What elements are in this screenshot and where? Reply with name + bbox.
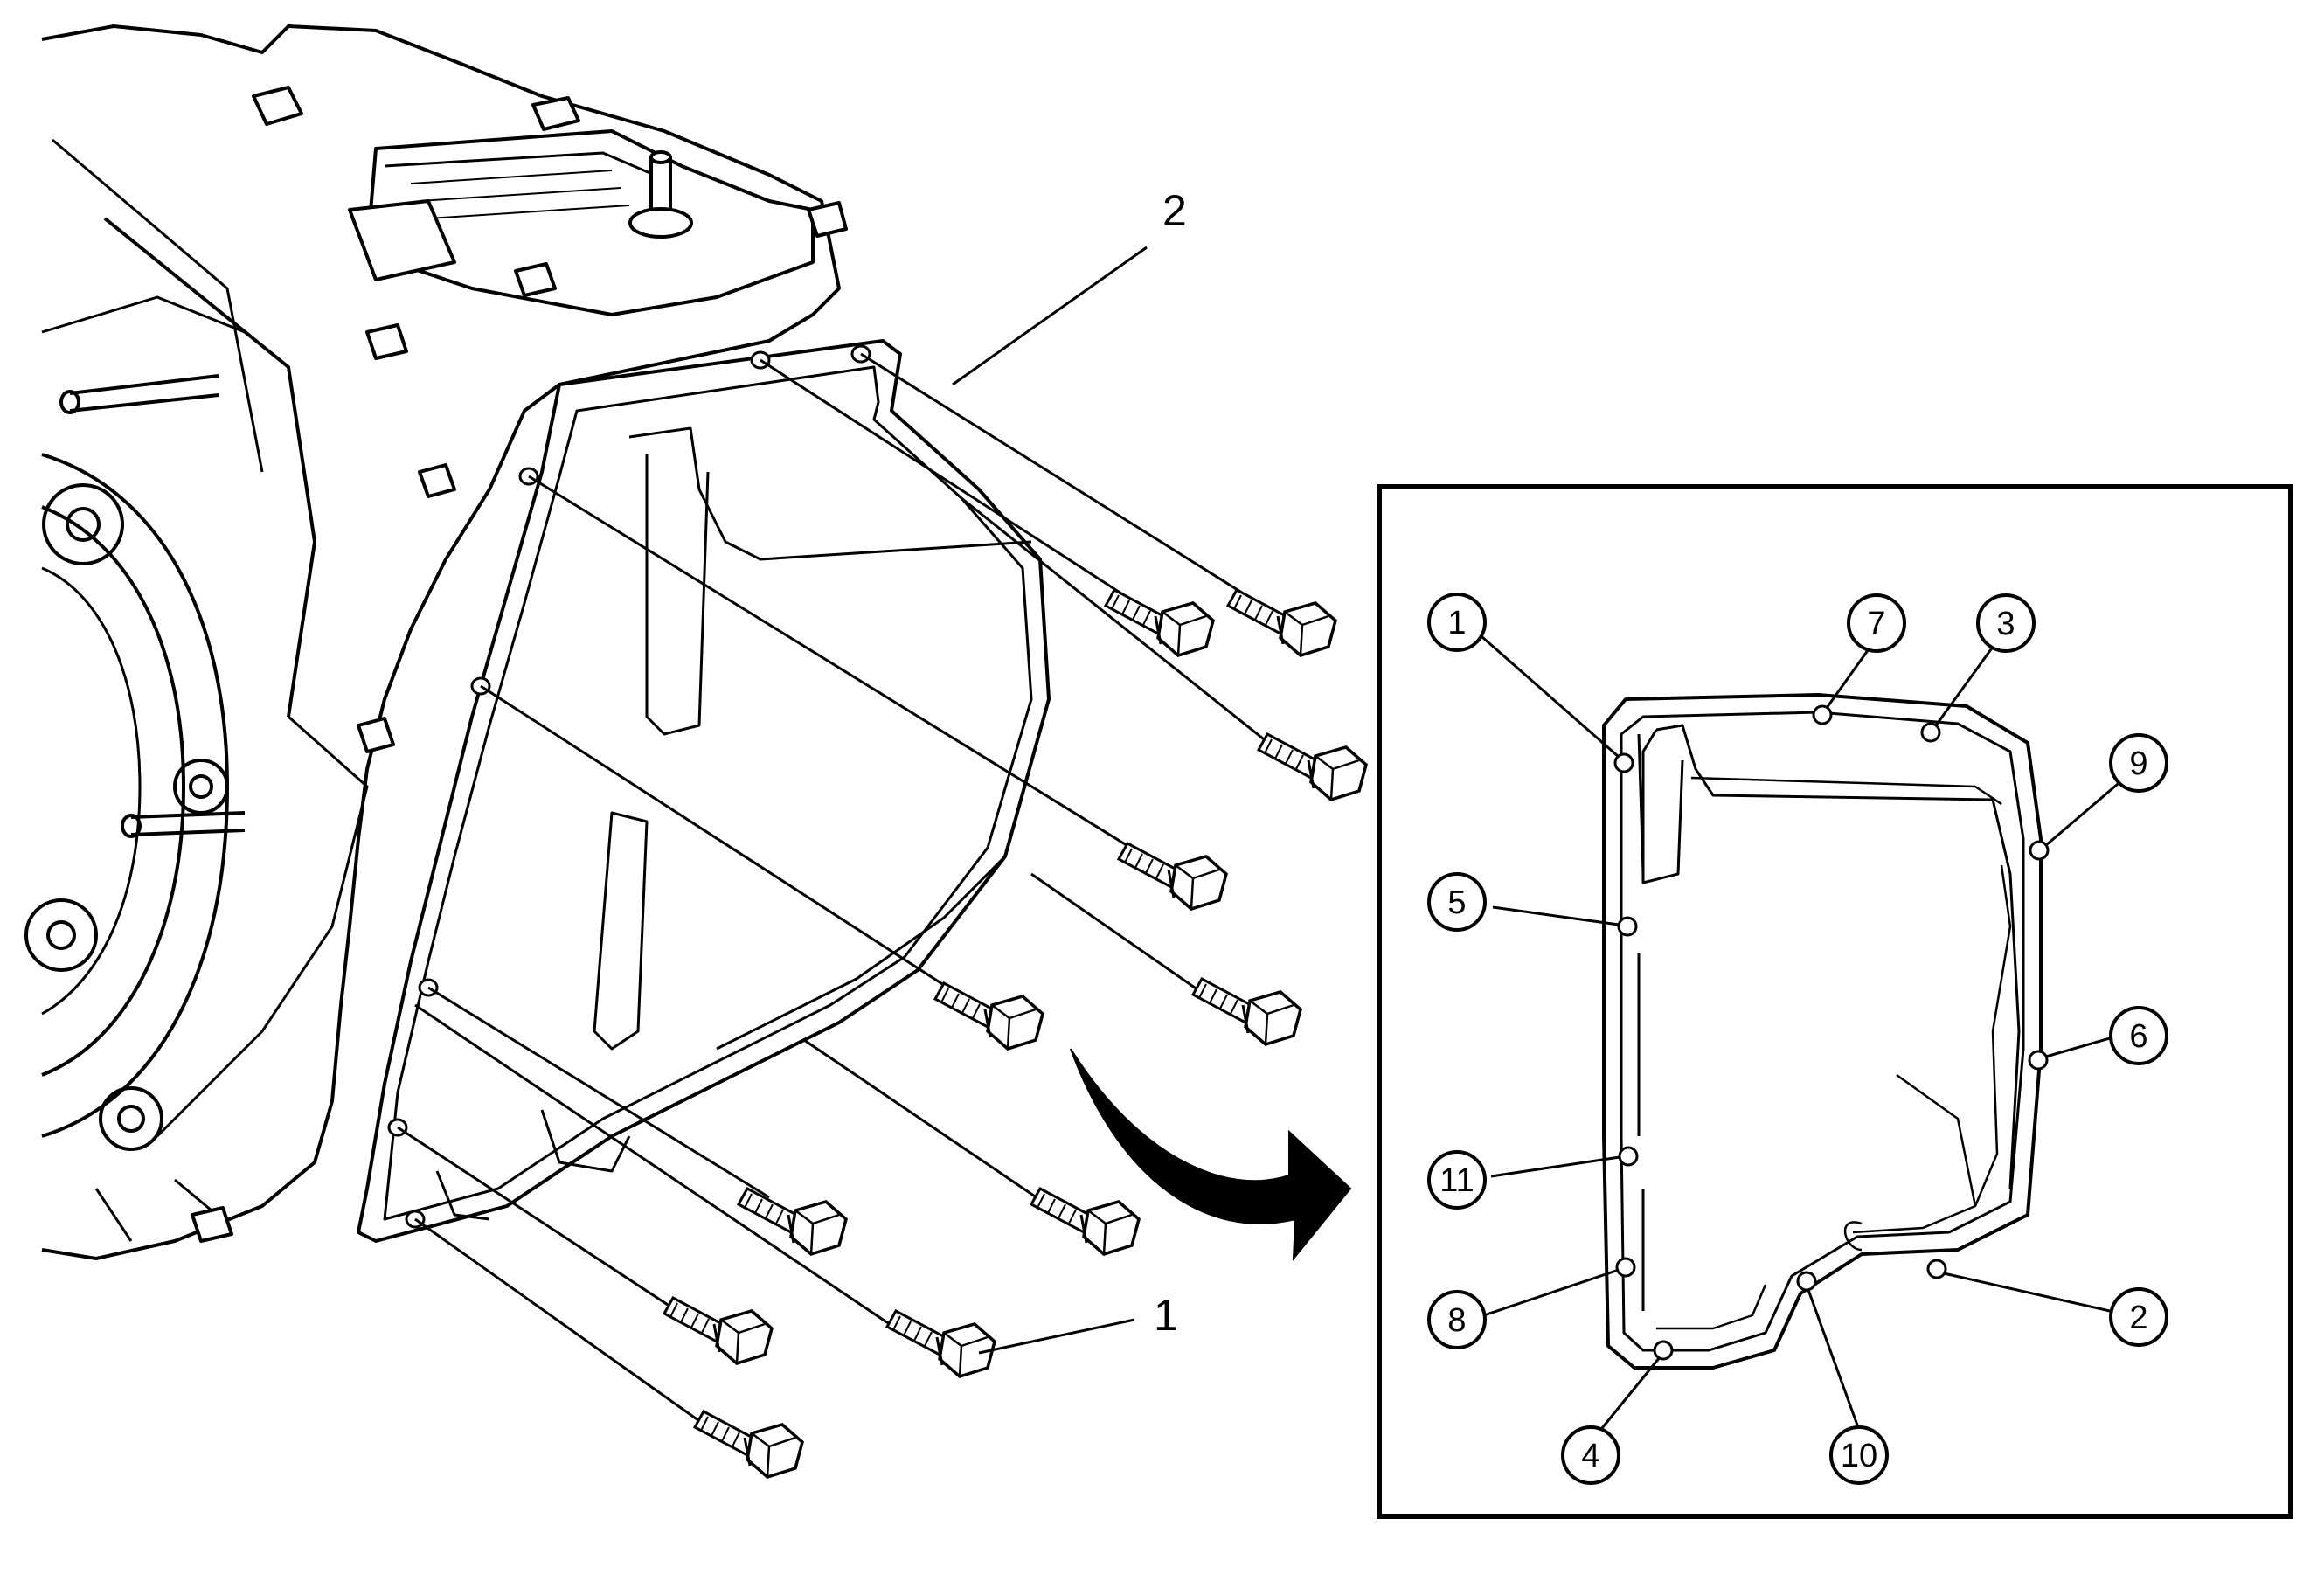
bolt: [1257, 732, 1368, 801]
callout-pan: 2: [952, 186, 1187, 386]
svg-text:11: 11: [1439, 1162, 1474, 1199]
bolt: [1226, 588, 1337, 657]
svg-text:8: 8: [1447, 1302, 1466, 1339]
bolt: [663, 1296, 774, 1365]
svg-text:2: 2: [2129, 1300, 2147, 1336]
svg-text:3: 3: [1996, 606, 2015, 642]
bolt: [693, 1410, 804, 1479]
sequence-marker-6: 6: [2109, 1006, 2168, 1065]
inset-bolt-holes: [1613, 704, 2050, 1361]
callout-bolt: 1: [978, 1291, 1178, 1355]
bolt: [1117, 842, 1228, 911]
sequence-markers: 1 2 3 4 5 6 7: [1427, 593, 2168, 1485]
sequence-marker-10: 10: [1829, 1425, 1889, 1485]
svg-text:6: 6: [2129, 1018, 2147, 1055]
sequence-marker-2: 2: [2109, 1287, 2168, 1347]
curved-arrow-icon: [1070, 1048, 1352, 1261]
bolt: [1191, 977, 1302, 1046]
callout-bolt-label: 1: [1154, 1291, 1178, 1340]
svg-text:9: 9: [2129, 745, 2147, 782]
svg-text:10: 10: [1841, 1438, 1877, 1474]
bolt: [1104, 588, 1215, 657]
sequence-marker-8: 8: [1427, 1290, 1487, 1349]
tightening-sequence-inset: 1 2 3 4 5 6 7: [1377, 484, 2293, 1519]
sequence-marker-7: 7: [1847, 593, 1906, 653]
transmission-case: [24, 24, 841, 1260]
bolt-alignment-lines: [397, 352, 1286, 1435]
svg-text:1: 1: [1447, 605, 1466, 641]
sequence-marker-11: 11: [1427, 1150, 1487, 1210]
bolt: [737, 1187, 848, 1256]
sequence-marker-3: 3: [1976, 593, 2036, 653]
sequence-marker-5: 5: [1427, 872, 1487, 932]
svg-text:7: 7: [1867, 606, 1885, 642]
bolt: [1030, 1187, 1141, 1256]
oil-pan: [357, 339, 1051, 1243]
bolt: [933, 981, 1044, 1051]
callout-pan-label: 2: [1162, 186, 1187, 235]
sequence-marker-4: 4: [1561, 1425, 1620, 1485]
control-module: [191, 86, 848, 1243]
sequence-marker-1: 1: [1427, 593, 1487, 652]
bolt: [885, 1309, 996, 1378]
sequence-marker-9: 9: [2109, 733, 2168, 793]
svg-text:5: 5: [1447, 884, 1466, 921]
svg-text:4: 4: [1581, 1438, 1599, 1474]
